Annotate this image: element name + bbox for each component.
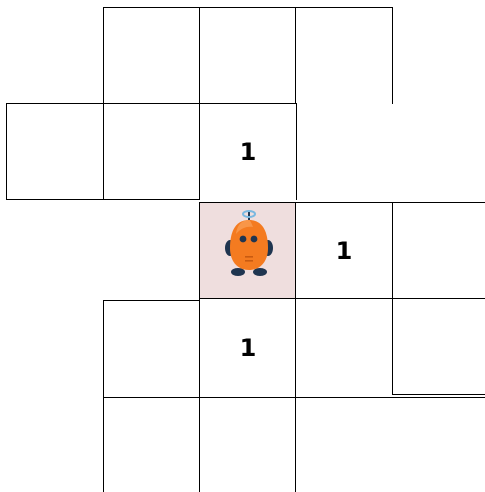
cell-number — [393, 299, 485, 394]
cell-number — [104, 301, 200, 397]
grid-cell[interactable] — [103, 397, 200, 492]
robot-icon — [221, 208, 277, 278]
grid-cell[interactable] — [103, 103, 200, 200]
grid-cell[interactable]: 1 — [295, 202, 392, 299]
cell-number — [7, 104, 103, 199]
cell-number — [104, 398, 200, 492]
grid-cell[interactable] — [295, 397, 485, 492]
grid-cell[interactable] — [6, 103, 103, 200]
grid-cell[interactable]: 1 — [199, 103, 297, 200]
cell-number — [296, 8, 392, 104]
cell-number — [393, 203, 485, 298]
cell-number: 1 — [200, 104, 296, 200]
cell-number — [200, 8, 296, 104]
grid-cell[interactable] — [295, 7, 393, 104]
grid-cell[interactable] — [392, 298, 485, 395]
grid-cell[interactable]: 1 — [199, 298, 296, 397]
cell-number — [296, 398, 485, 492]
grid-cell[interactable] — [103, 300, 200, 397]
cell-number — [296, 299, 392, 397]
robot-cell[interactable] — [199, 202, 296, 299]
grid-cell[interactable] — [295, 298, 392, 397]
cell-number: 1 — [200, 299, 296, 397]
cell-number — [104, 104, 200, 199]
grid-cell[interactable] — [199, 397, 296, 492]
grid-cell[interactable] — [392, 202, 485, 299]
cell-number — [104, 8, 200, 104]
grid-cell[interactable] — [103, 7, 200, 104]
grid-cell[interactable] — [199, 7, 296, 104]
cell-number — [200, 398, 296, 492]
cell-number: 1 — [296, 203, 392, 298]
